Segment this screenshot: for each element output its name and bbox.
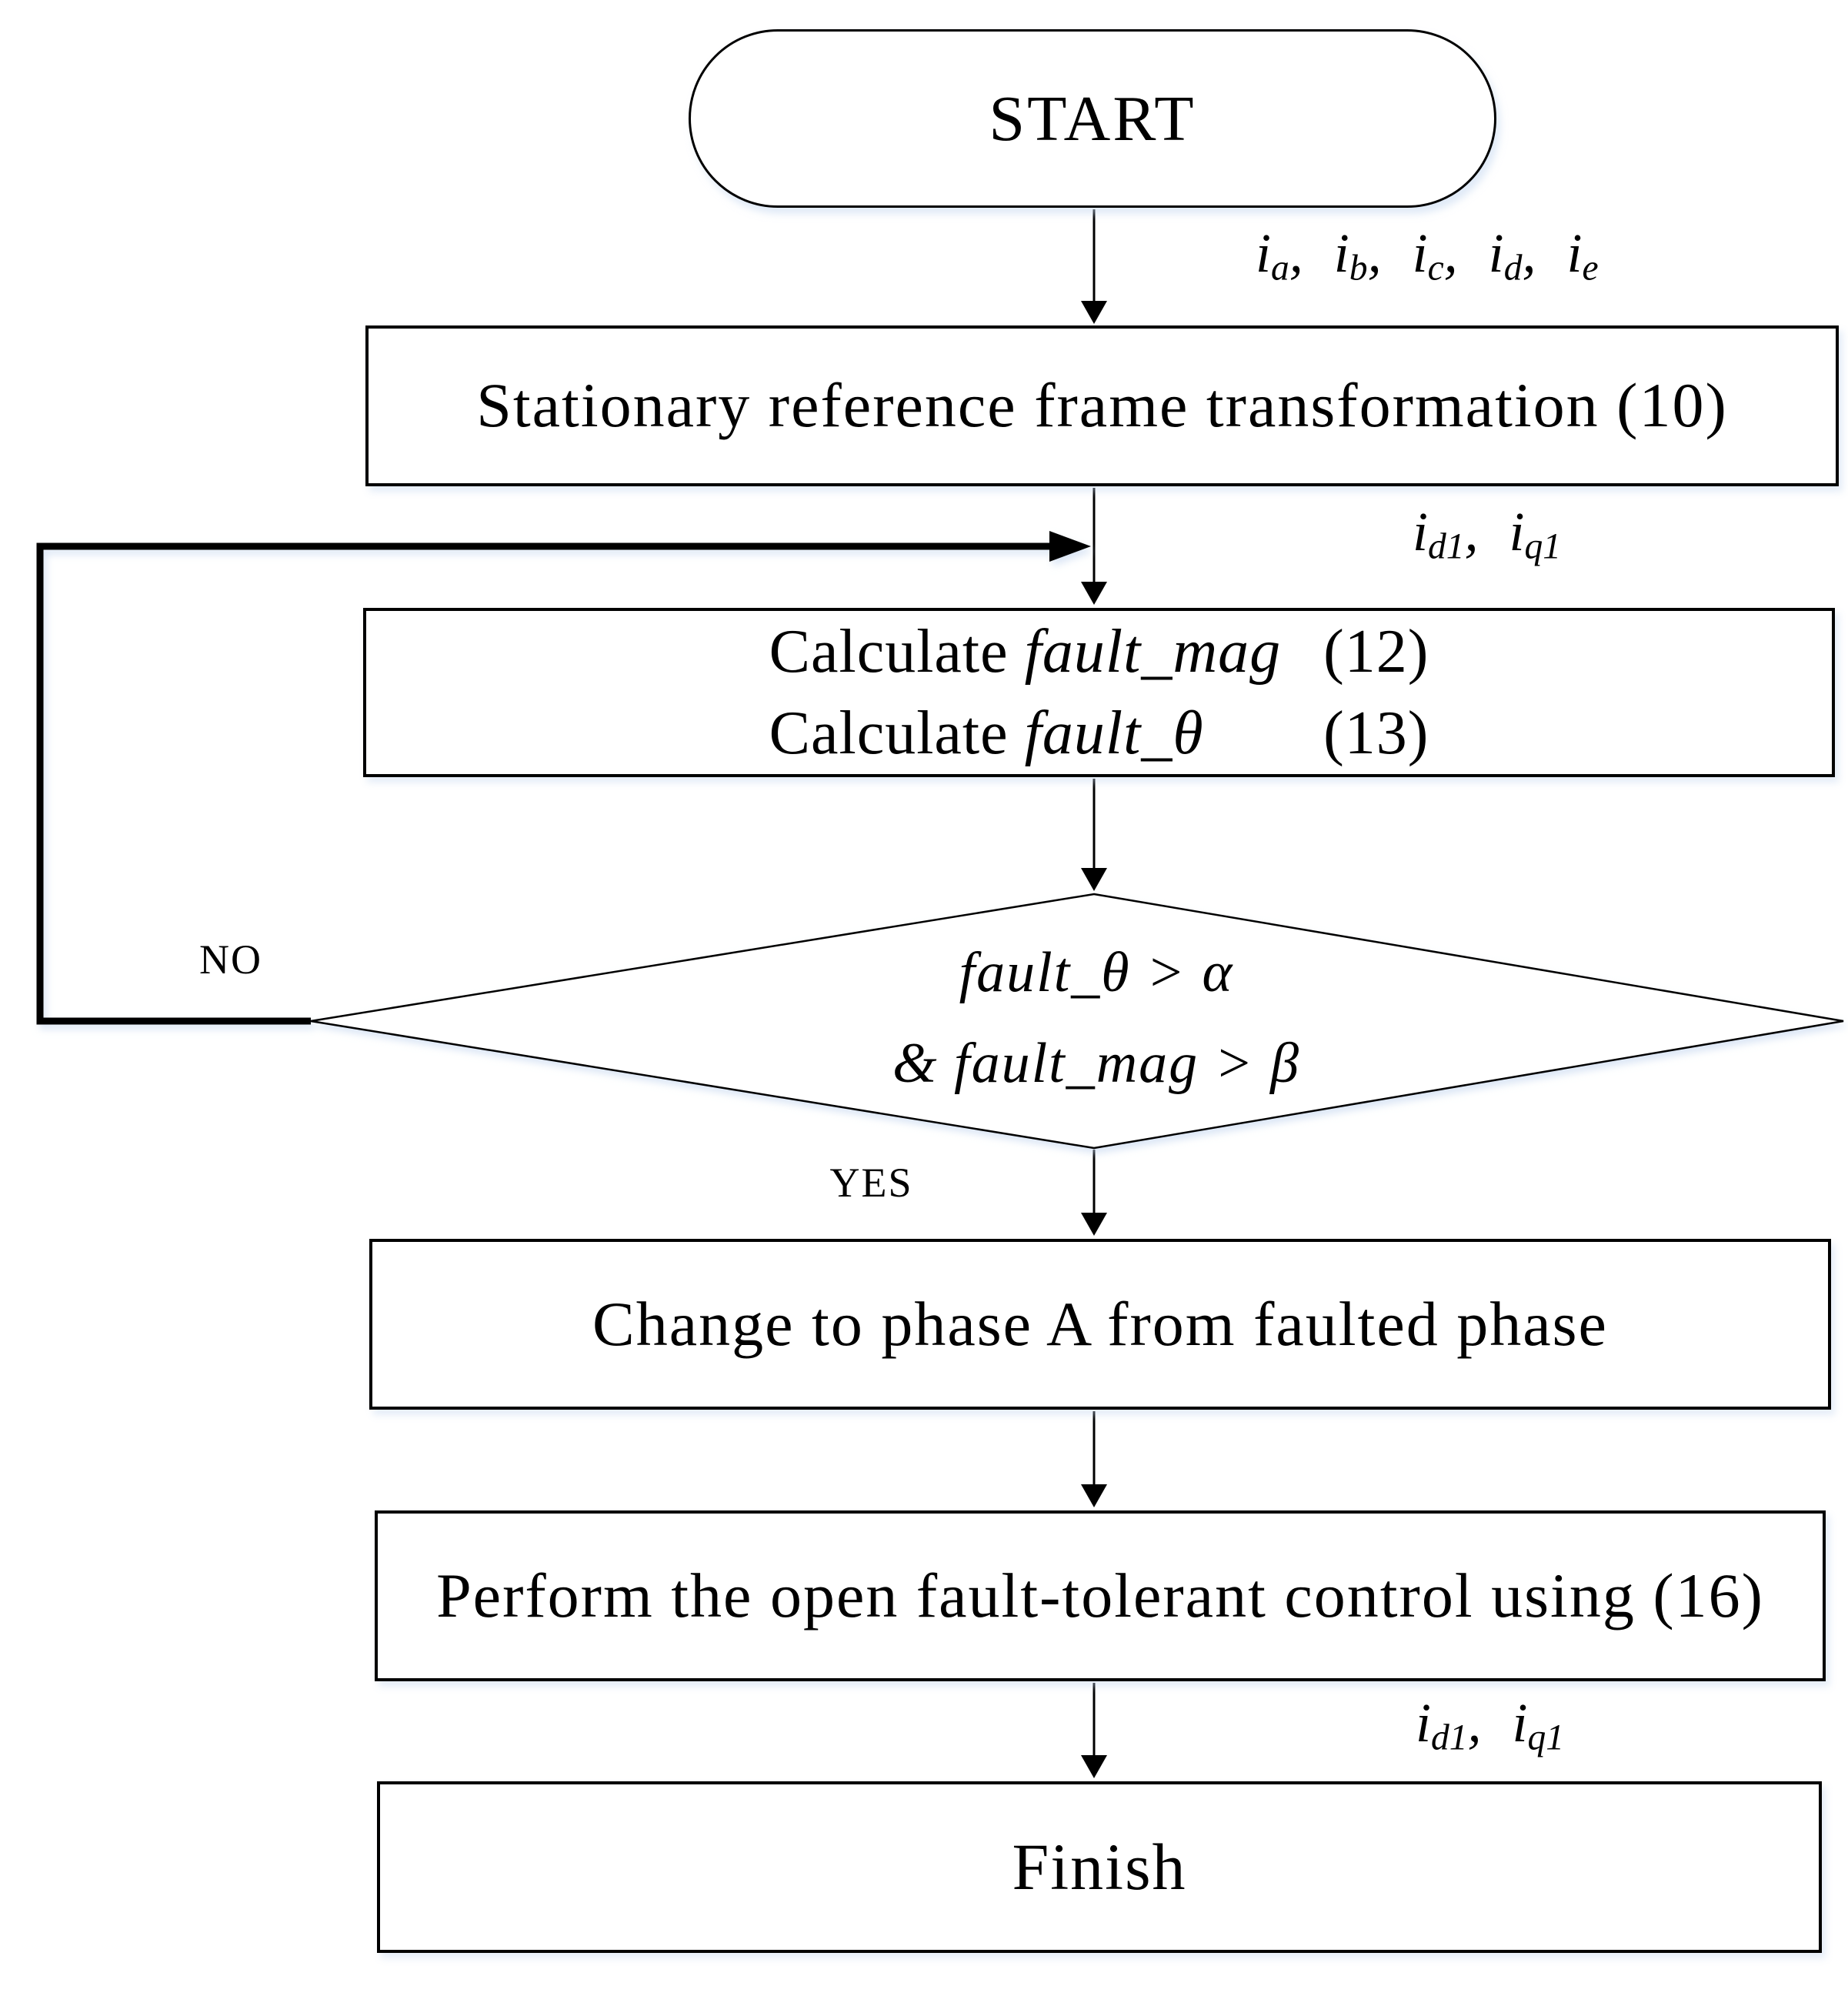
decision-diamond-shape [310,893,1844,1150]
calculate-line-2-prefix: Calculate [769,699,1025,767]
arrow-calculate-to-decision-head [1081,868,1107,891]
decision-condition-line-2: & fault_mag > β [892,1032,1300,1095]
no-branch-label: NO [199,936,262,983]
arrow-transform-to-calculate-head [1081,582,1107,605]
start-node: START [689,29,1496,208]
calculate-node: Calculate fault_mag (12) Calculate fault… [363,608,1835,777]
decision-condition-line-1: fault_θ > α [959,941,1234,1004]
transform-node: Stationary reference frame transformatio… [365,325,1839,486]
edge-label-dq-currents-in: id1, iq1 [1413,501,1562,567]
perform-control-node: Perform the open fault-tolerant control … [375,1510,1826,1681]
no-feedback-loop-line [36,542,1052,1025]
calculate-line-1-term: fault_mag [1024,618,1282,686]
no-feedback-loop [36,531,1091,1025]
change-phase-node-label: Change to phase A from faulted phase [592,1288,1608,1359]
yes-branch-label: YES [829,1160,913,1206]
edge-label-dq-currents-out: id1, iq1 [1416,1692,1565,1758]
transform-node-label: Stationary reference frame transformatio… [476,370,1728,441]
calculate-line-1-prefix: Calculate [769,618,1025,686]
arrow-group [1081,209,1107,1778]
no-feedback-loop-arrowhead [1049,531,1091,562]
perform-control-node-label: Perform the open fault-tolerant control … [436,1560,1764,1631]
arrow-start-to-transform-head [1081,301,1107,324]
calculate-line-2-term: fault_θ [1024,699,1204,767]
calculate-line-1-ref: (12) [1323,618,1429,686]
calculate-line-2-ref: (13) [1323,699,1429,767]
calculate-line-1: Calculate fault_mag [769,613,1282,690]
finish-node: Finish [377,1781,1822,1953]
arrow-decision-to-change-head [1081,1213,1107,1236]
arrow-perform-to-finish-head [1081,1755,1107,1778]
calculate-line-2: Calculate fault_θ [769,695,1204,772]
arrow-change-to-perform-head [1081,1484,1107,1507]
start-node-label: START [989,82,1196,155]
change-phase-node: Change to phase A from faulted phase [369,1239,1831,1410]
finish-node-label: Finish [1012,1830,1187,1904]
edge-label-phase-currents: ia, ib, ic, id, ie [1256,222,1599,289]
calculate-node-lines: Calculate fault_mag (12) Calculate fault… [769,613,1429,772]
